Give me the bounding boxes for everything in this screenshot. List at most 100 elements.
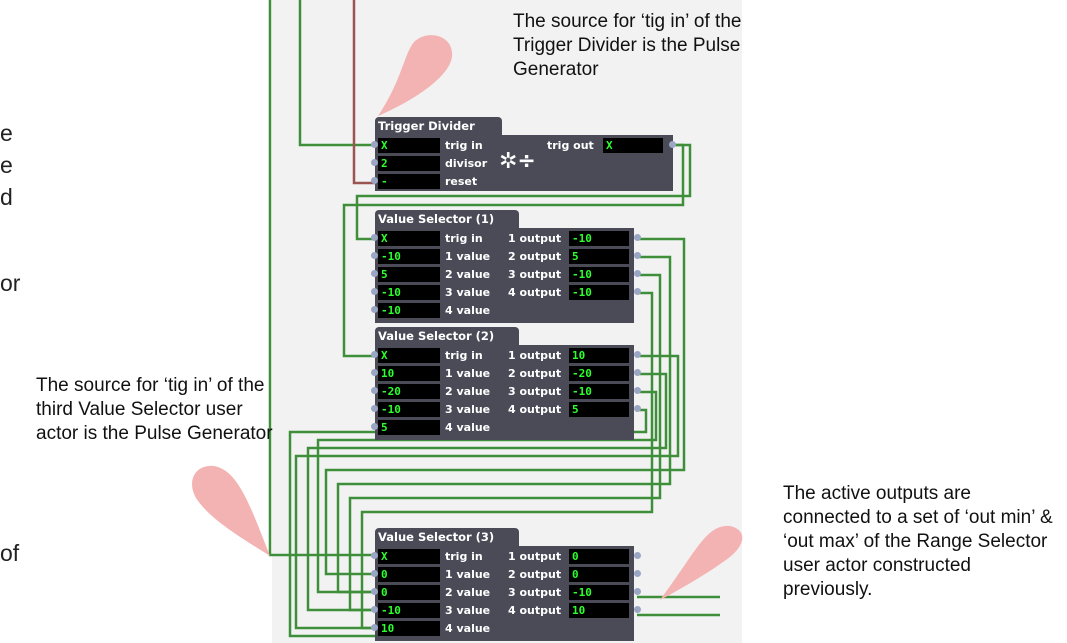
output-port[interactable] <box>634 552 641 559</box>
port-label: 3 value <box>445 604 491 617</box>
input-value[interactable]: -20 <box>378 384 440 399</box>
input-value[interactable]: 10 <box>378 366 440 381</box>
input-port[interactable] <box>371 177 378 184</box>
output-port[interactable] <box>669 141 676 148</box>
output-value: X <box>603 138 663 153</box>
port-label: 1 output <box>508 349 562 362</box>
input-port[interactable] <box>371 270 378 277</box>
input-port[interactable] <box>371 369 378 376</box>
port-label: 1 value <box>445 250 491 263</box>
input-value[interactable]: 5 <box>378 267 440 282</box>
input-port[interactable] <box>371 306 378 313</box>
output-value: 10 <box>569 348 629 363</box>
input-value[interactable]: -10 <box>378 285 440 300</box>
output-port[interactable] <box>634 405 641 412</box>
input-value[interactable]: 10 <box>378 621 440 636</box>
port-label: 2 output <box>508 568 562 581</box>
port-label: 3 value <box>445 286 491 299</box>
input-port[interactable] <box>371 570 378 577</box>
input-value[interactable]: X <box>378 549 440 564</box>
input-port[interactable] <box>371 252 378 259</box>
output-port[interactable] <box>634 606 641 613</box>
port-label: 3 value <box>445 403 491 416</box>
port-label: reset <box>445 175 478 188</box>
output-port[interactable] <box>634 252 641 259</box>
output-port[interactable] <box>634 369 641 376</box>
output-value: -20 <box>569 366 629 381</box>
input-port[interactable] <box>371 159 378 166</box>
port-label: 1 value <box>445 367 491 380</box>
port-label: 1 value <box>445 568 491 581</box>
input-port[interactable] <box>371 552 378 559</box>
input-value[interactable]: -10 <box>378 603 440 618</box>
output-port[interactable] <box>634 351 641 358</box>
wire <box>294 354 680 630</box>
annotation-trigger-source: The source for ‘tig in’ of the Trigger D… <box>513 11 742 80</box>
input-port[interactable] <box>371 624 378 631</box>
output-port[interactable] <box>634 270 641 277</box>
input-value[interactable]: 5 <box>378 420 440 435</box>
input-port[interactable] <box>371 351 378 358</box>
input-port[interactable] <box>371 606 378 613</box>
output-port[interactable] <box>634 387 641 394</box>
input-port[interactable] <box>371 234 378 241</box>
reset-wire <box>352 0 375 185</box>
input-port[interactable] <box>371 588 378 595</box>
divide-icon: ✲÷ <box>499 149 536 174</box>
left-text-fragment: e <box>0 120 13 146</box>
wire <box>268 0 375 557</box>
input-value[interactable]: X <box>378 138 440 153</box>
output-port[interactable] <box>634 288 641 295</box>
wire <box>298 0 375 147</box>
wire <box>316 390 658 594</box>
port-label: 4 value <box>445 421 491 434</box>
port-label: trig in <box>445 349 483 362</box>
output-value: -10 <box>569 231 629 246</box>
input-value[interactable]: 2 <box>378 156 440 171</box>
actor-title: Value Selector (1) <box>375 210 519 228</box>
port-label: 4 output <box>508 286 562 299</box>
output-value: 10 <box>569 603 629 618</box>
port-label: trig in <box>445 139 483 152</box>
input-value[interactable]: X <box>378 348 440 363</box>
output-value: 0 <box>569 549 629 564</box>
output-port[interactable] <box>634 570 641 577</box>
wire <box>324 237 686 576</box>
input-port[interactable] <box>371 405 378 412</box>
port-label: trig out <box>547 139 594 152</box>
port-label: 4 output <box>508 403 562 416</box>
output-value: -10 <box>569 267 629 282</box>
port-label: divisor <box>445 157 488 170</box>
port-label: 2 value <box>445 268 491 281</box>
left-text-fragment: e <box>0 152 13 178</box>
left-text-fragment: or <box>0 270 21 296</box>
annotation-active-outputs: The active outputs are connected to a se… <box>783 483 1053 600</box>
left-text-fragment: d <box>0 184 13 210</box>
actor-body: X trig in 2 divisor - reset ✲÷ trig out … <box>371 135 676 191</box>
input-port[interactable] <box>371 387 378 394</box>
input-value[interactable]: - <box>378 174 440 189</box>
output-port[interactable] <box>634 234 641 241</box>
input-port[interactable] <box>371 141 378 148</box>
input-port[interactable] <box>371 288 378 295</box>
input-value[interactable]: -10 <box>378 303 440 318</box>
port-label: 3 output <box>508 586 562 599</box>
output-value: 5 <box>569 249 629 264</box>
output-port[interactable] <box>634 588 641 595</box>
input-value[interactable]: 0 <box>378 567 440 582</box>
port-label: 1 output <box>508 550 562 563</box>
port-label: 1 output <box>508 232 562 245</box>
input-value[interactable]: 0 <box>378 585 440 600</box>
port-label: 4 value <box>445 304 491 317</box>
input-value[interactable]: X <box>378 231 440 246</box>
port-label: 2 output <box>508 367 562 380</box>
port-label: 3 output <box>508 268 562 281</box>
input-port[interactable] <box>371 423 378 430</box>
port-label: trig in <box>445 550 483 563</box>
input-value[interactable]: -10 <box>378 249 440 264</box>
input-value[interactable]: -10 <box>378 402 440 417</box>
output-value: 5 <box>569 402 629 417</box>
port-label: 3 output <box>508 385 562 398</box>
